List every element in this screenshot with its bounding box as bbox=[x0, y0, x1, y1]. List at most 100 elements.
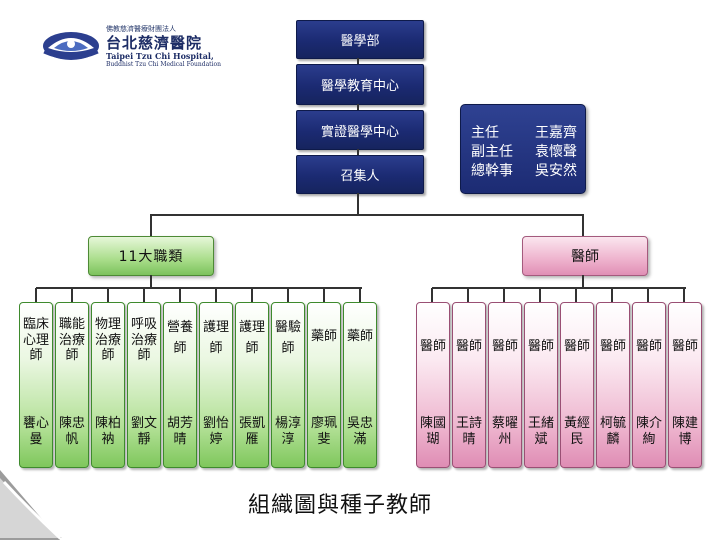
branch-line bbox=[36, 287, 362, 289]
connector-line bbox=[357, 104, 359, 110]
role-label: 總幹事 bbox=[471, 163, 513, 179]
connector-line bbox=[143, 288, 145, 302]
connector-line bbox=[179, 288, 181, 302]
staff-column: 藥師 廖珮斐 bbox=[307, 302, 341, 468]
group-physicians: 醫師 bbox=[522, 236, 648, 276]
physician-name: 陳國瑚 bbox=[419, 416, 446, 447]
physician-column: 醫師 王詩晴 bbox=[452, 302, 486, 468]
page-curl-icon bbox=[0, 470, 62, 540]
leadership-row: 總幹事 吳安然 bbox=[471, 160, 577, 180]
connector-line bbox=[323, 288, 325, 302]
staff-column: 呼吸治療師 劉文靜 bbox=[127, 302, 161, 468]
person-name: 吳安然 bbox=[535, 163, 577, 179]
connector-line bbox=[251, 288, 253, 302]
box-ebm-center: 實證醫學中心 bbox=[296, 110, 424, 150]
staff-title: 護理師 bbox=[238, 320, 265, 356]
physician-name: 柯毓麟 bbox=[599, 416, 626, 447]
physician-column: 醫師 蔡曜州 bbox=[488, 302, 522, 468]
physician-title: 醫師 bbox=[419, 339, 446, 354]
physician-title: 醫師 bbox=[491, 339, 518, 354]
staff-column: 護理師 劉怡婷 bbox=[199, 302, 233, 468]
staff-title: 護理師 bbox=[202, 320, 229, 356]
staff-name: 吳忠滿 bbox=[346, 416, 373, 447]
staff-column: 臨床心理師 饔心曼 bbox=[19, 302, 53, 468]
staff-title: 營養師 bbox=[166, 320, 193, 356]
connector-line bbox=[539, 288, 541, 302]
physician-title: 醫師 bbox=[671, 339, 698, 354]
connector-line bbox=[107, 288, 109, 302]
staff-title: 職能治療師 bbox=[58, 317, 85, 363]
group-allied-health: 11大職類 bbox=[88, 236, 214, 276]
physician-column: 醫師 陳國瑚 bbox=[416, 302, 450, 468]
physician-column: 醫師 王緒斌 bbox=[524, 302, 558, 468]
staff-title: 臨床心理師 bbox=[22, 317, 49, 363]
logo-hospital-name-en: Taipei Tzu Chi Hospital, bbox=[106, 51, 214, 61]
staff-column: 醫驗師 楊淳淳 bbox=[271, 302, 305, 468]
connector-line bbox=[287, 288, 289, 302]
physician-title: 醫師 bbox=[563, 339, 590, 354]
staff-column: 護理師 張凱雁 bbox=[235, 302, 269, 468]
staff-title: 物理治療師 bbox=[94, 317, 121, 363]
staff-name: 陳柏衲 bbox=[94, 416, 121, 447]
physician-name: 黃經民 bbox=[563, 416, 590, 447]
staff-name: 饔心曼 bbox=[22, 416, 49, 447]
staff-column: 營養師 胡芳晴 bbox=[163, 302, 197, 468]
person-name: 王嘉齊 bbox=[535, 125, 577, 141]
staff-title: 醫驗師 bbox=[274, 320, 301, 356]
box-medical-education-center: 醫學教育中心 bbox=[296, 64, 424, 105]
lotus-emblem-icon bbox=[43, 32, 99, 60]
staff-column: 職能治療師 陳忠帆 bbox=[55, 302, 89, 468]
branch-line bbox=[432, 287, 686, 289]
physician-name: 王緒斌 bbox=[527, 416, 554, 447]
connector-line bbox=[359, 288, 361, 302]
staff-name: 張凱雁 bbox=[238, 416, 265, 447]
staff-column: 物理治療師 陳柏衲 bbox=[91, 302, 125, 468]
connector-line bbox=[357, 58, 359, 64]
box-convener: 召集人 bbox=[296, 155, 424, 194]
staff-title: 藥師 bbox=[346, 329, 373, 344]
person-name: 袁懷聲 bbox=[535, 144, 577, 160]
connector-line bbox=[150, 275, 152, 288]
physician-title: 醫師 bbox=[599, 339, 626, 354]
staff-name: 劉文靜 bbox=[130, 416, 157, 447]
connector-line bbox=[357, 193, 359, 215]
branch-line bbox=[150, 214, 584, 216]
connector-line bbox=[467, 288, 469, 302]
role-label: 主任 bbox=[471, 125, 499, 141]
staff-name: 劉怡婷 bbox=[202, 416, 229, 447]
leadership-row: 主任 王嘉齊 bbox=[471, 122, 577, 142]
connector-line bbox=[150, 214, 152, 236]
physician-name: 蔡曜州 bbox=[491, 416, 518, 447]
connector-line bbox=[611, 288, 613, 302]
staff-name: 胡芳晴 bbox=[166, 416, 193, 447]
physician-column: 醫師 陳介絢 bbox=[632, 302, 666, 468]
role-label: 副主任 bbox=[471, 144, 513, 160]
staff-name: 陳忠帆 bbox=[58, 416, 85, 447]
physician-name: 陳建博 bbox=[671, 416, 698, 447]
page-caption: 組織圖與種子教師 bbox=[248, 493, 433, 518]
staff-title: 藥師 bbox=[310, 329, 337, 344]
staff-column: 藥師 吳忠滿 bbox=[343, 302, 377, 468]
physician-title: 醫師 bbox=[635, 339, 662, 354]
physician-column: 醫師 陳建博 bbox=[668, 302, 702, 468]
logo-foundation-en: Buddhist Tzu Chi Medical Foundation bbox=[106, 61, 221, 68]
leadership-row: 副主任 袁懷聲 bbox=[471, 141, 577, 161]
connector-line bbox=[575, 288, 577, 302]
staff-name: 廖珮斐 bbox=[310, 416, 337, 447]
physician-name: 陳介絢 bbox=[635, 416, 662, 447]
connector-line bbox=[683, 288, 685, 302]
logo-foundation-cn: 佛教慈濟醫療財團法人 bbox=[106, 25, 176, 33]
connector-line bbox=[647, 288, 649, 302]
connector-line bbox=[582, 214, 584, 236]
physician-name: 王詩晴 bbox=[455, 416, 482, 447]
connector-line bbox=[431, 288, 433, 302]
connector-line bbox=[71, 288, 73, 302]
physician-column: 醫師 柯毓麟 bbox=[596, 302, 630, 468]
connector-line bbox=[503, 288, 505, 302]
connector-line bbox=[35, 288, 37, 302]
hospital-logo: 佛教慈濟醫療財團法人 台北慈濟醫院 Taipei Tzu Chi Hospita… bbox=[40, 22, 240, 74]
physician-title: 醫師 bbox=[455, 339, 482, 354]
connector-line bbox=[215, 288, 217, 302]
staff-title: 呼吸治療師 bbox=[130, 317, 157, 363]
logo-hospital-name: 台北慈濟醫院 bbox=[106, 34, 203, 52]
